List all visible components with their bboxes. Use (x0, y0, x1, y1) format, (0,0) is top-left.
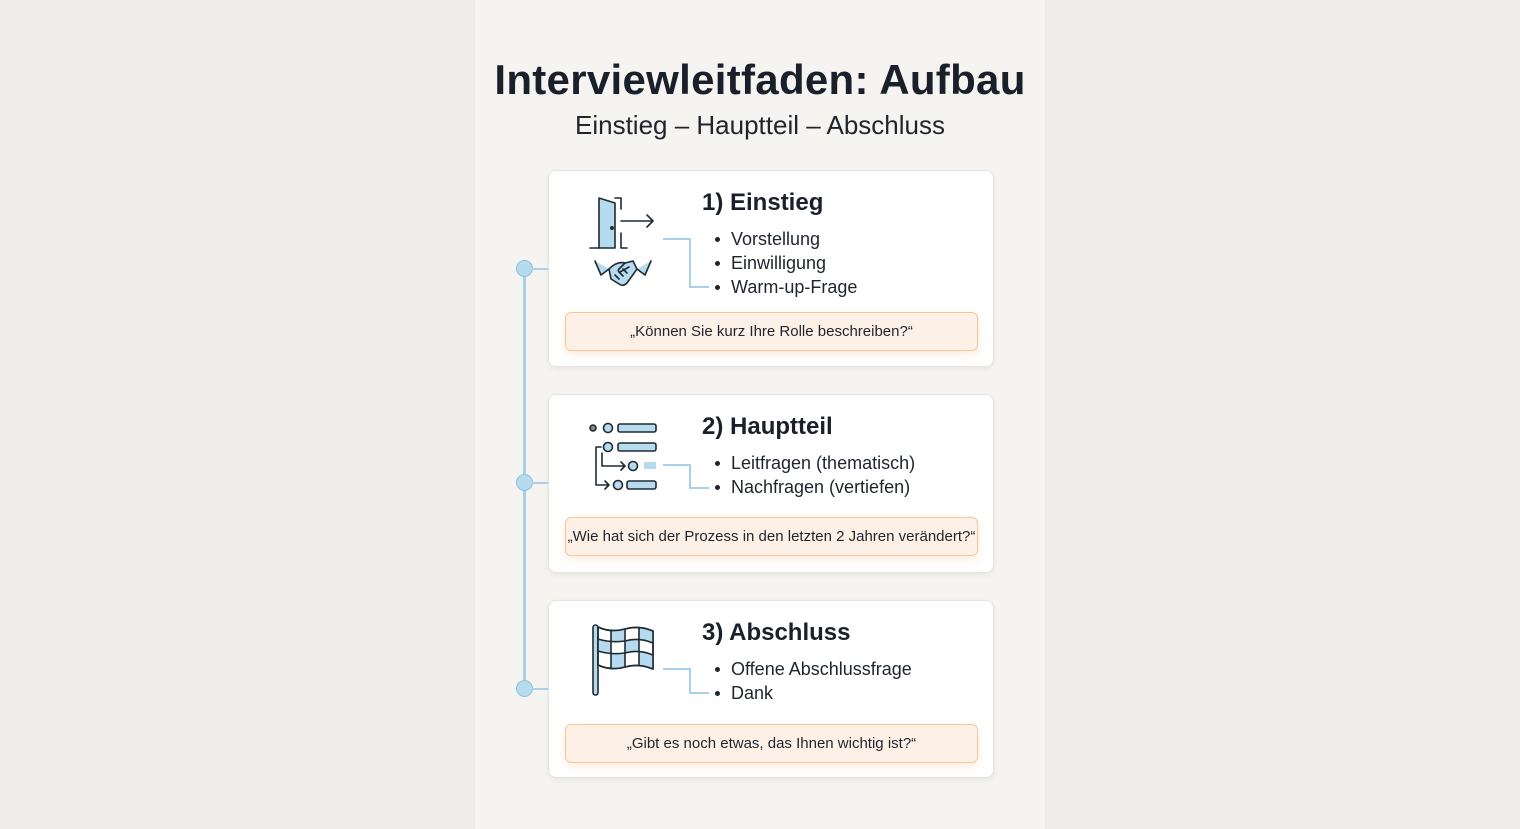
connector-line (691, 487, 709, 489)
connector-line (691, 286, 709, 288)
section-title: 3) Abschluss (702, 619, 851, 646)
connector-line (691, 692, 709, 694)
list-item: Nachfragen (vertiefen) (715, 475, 915, 499)
timeline-node-3 (516, 680, 533, 697)
section-items: Leitfragen (thematisch) Nachfragen (vert… (715, 451, 915, 499)
section-card-einstieg: 1) Einstieg Vorstellung Einwilligung War… (548, 170, 994, 367)
example-question: „Können Sie kurz Ihre Rolle beschreiben?… (565, 312, 978, 351)
page-subtitle: Einstieg – Hauptteil – Abschluss (575, 110, 945, 140)
timeline-tick-3 (532, 688, 549, 690)
example-question: „Gibt es noch etwas, das Ihnen wichtig i… (565, 724, 978, 763)
section-title: 1) Einstieg (702, 189, 824, 216)
section-items: Vorstellung Einwilligung Warm-up-Frage (715, 227, 857, 299)
list-item: Einwilligung (715, 251, 857, 275)
timeline-tick-2 (532, 482, 549, 484)
section-card-abschluss: 3) Abschluss Offene Abschlussfrage Dank … (548, 600, 994, 778)
timeline-node-1 (516, 260, 533, 277)
door-exit-handshake-icon (587, 191, 659, 296)
connector-line (663, 668, 691, 694)
page-title: Interviewleitfaden: Aufbau (494, 56, 1026, 103)
list-item: Leitfragen (thematisch) (715, 451, 915, 475)
example-question: „Wie hat sich der Prozess in den letzten… (565, 517, 978, 556)
timeline-tick-1 (532, 268, 549, 270)
section-title: 2) Hauptteil (702, 413, 833, 440)
connector-line (663, 238, 691, 288)
timeline-node-2 (516, 474, 533, 491)
section-card-hauptteil: 2) Hauptteil Leitfragen (thematisch) Nac… (548, 394, 994, 573)
nested-list-icon (587, 417, 661, 498)
connector-line (663, 464, 691, 489)
section-items: Offene Abschlussfrage Dank (715, 657, 912, 705)
checkered-flag-icon (591, 623, 657, 704)
list-item: Offene Abschlussfrage (715, 657, 912, 681)
list-item: Vorstellung (715, 227, 857, 251)
list-item: Warm-up-Frage (715, 275, 857, 299)
list-item: Dank (715, 681, 912, 705)
